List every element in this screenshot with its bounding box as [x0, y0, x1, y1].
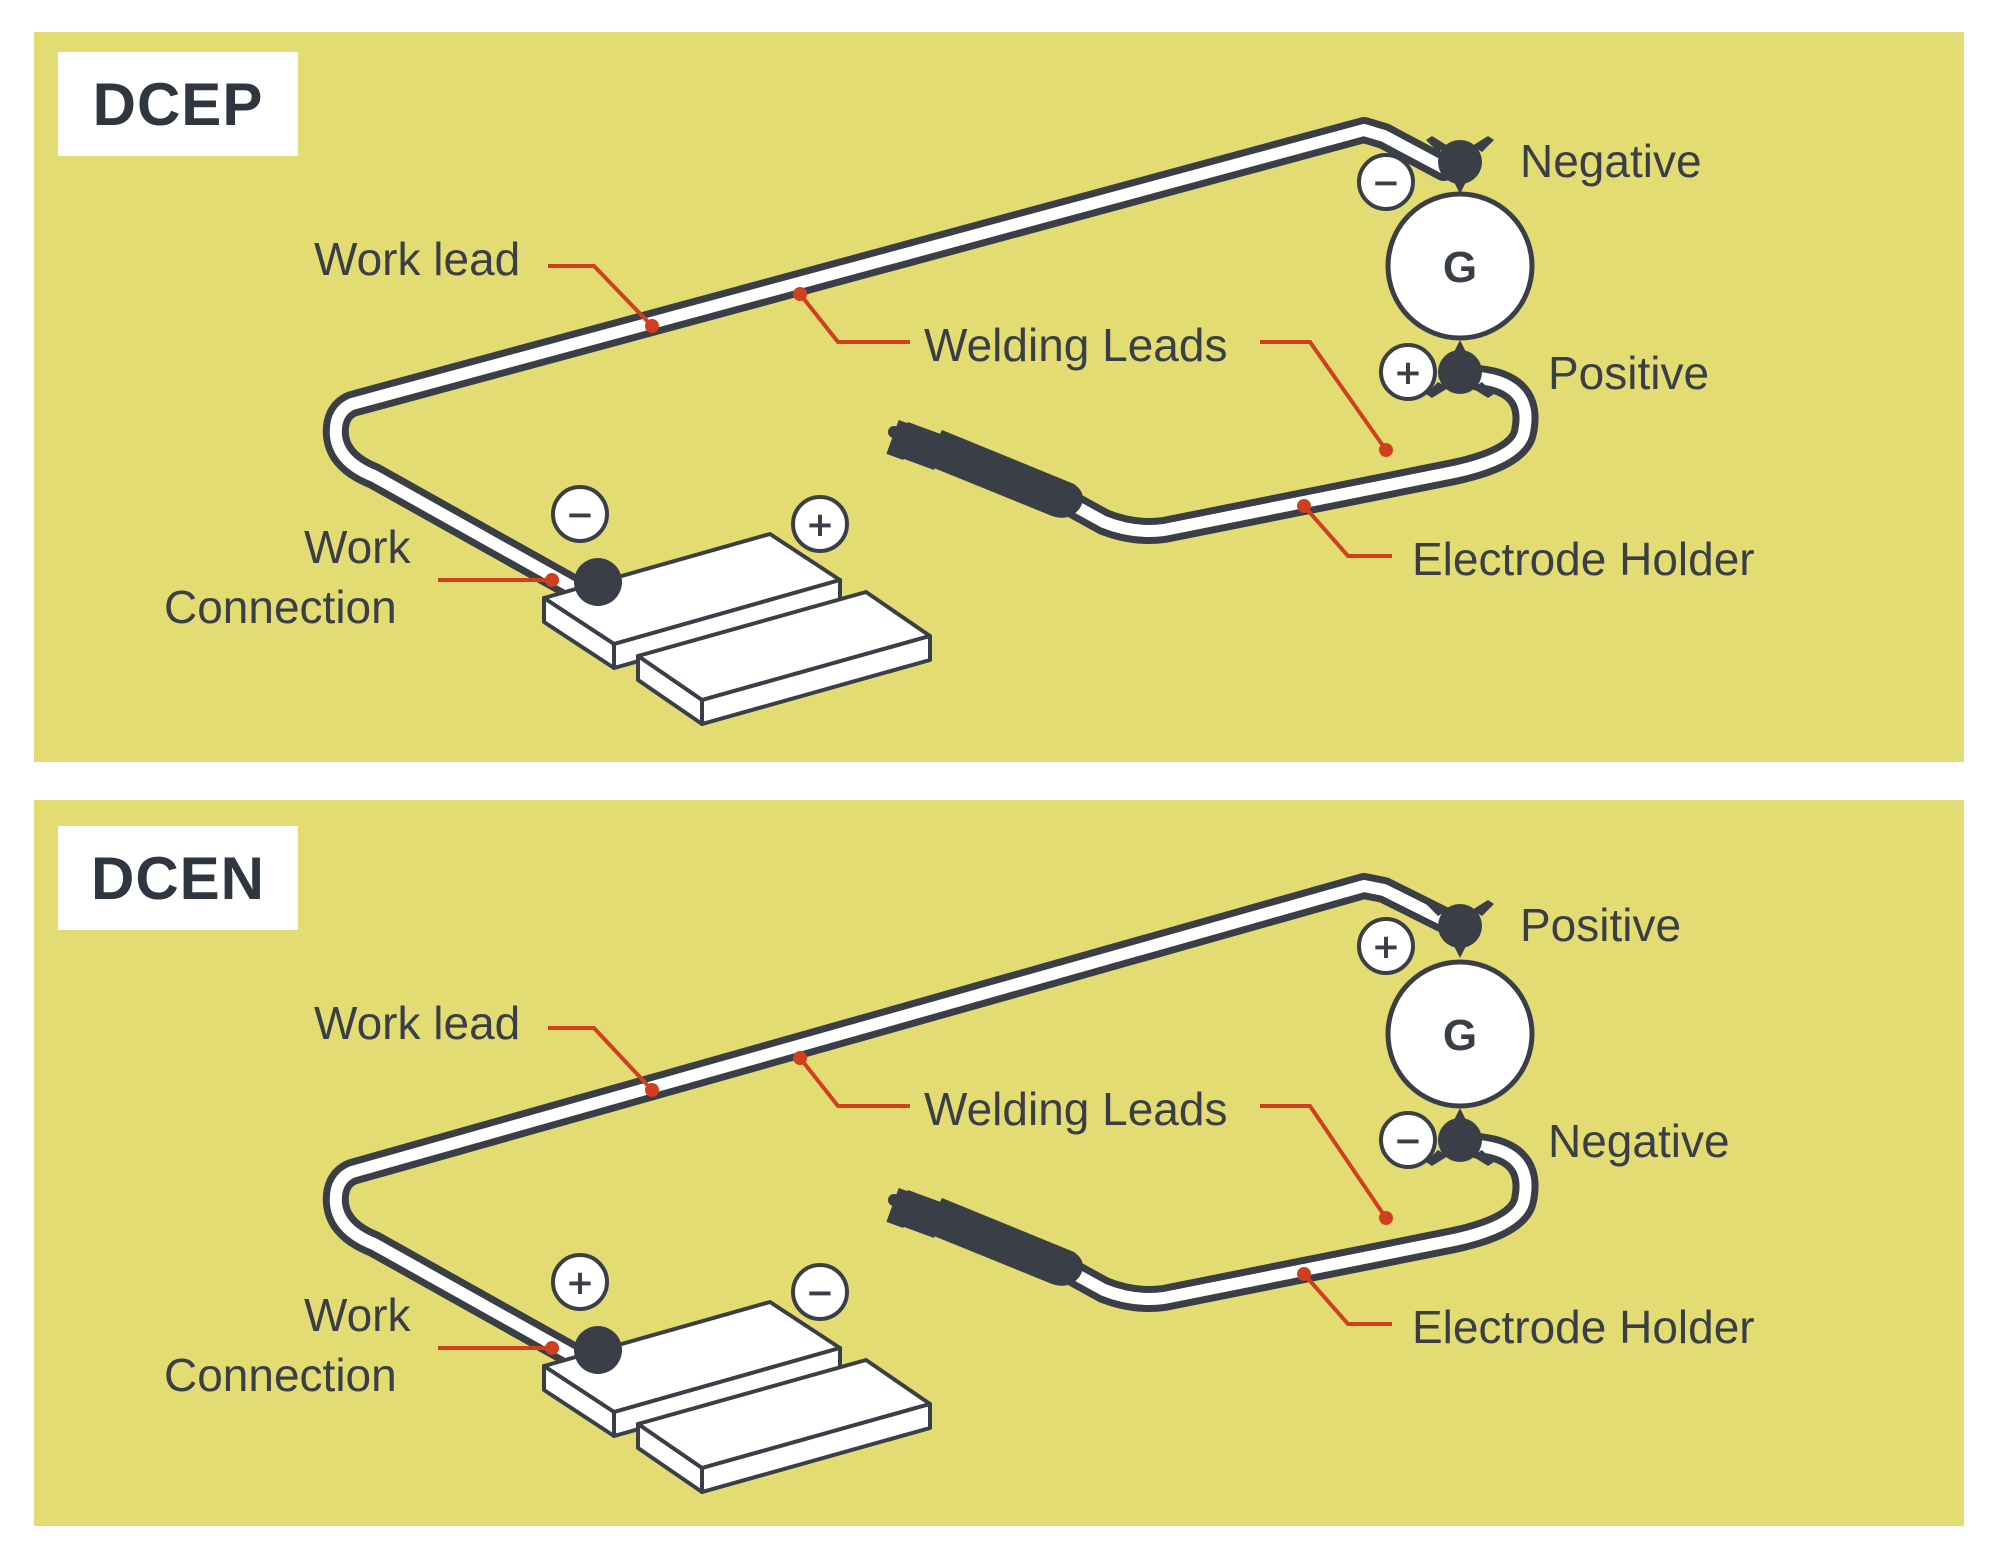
work-lead-label: Work lead	[314, 997, 521, 1049]
electrode-holder-icon	[886, 1188, 1083, 1286]
callout-lines	[438, 264, 1392, 582]
work-connection-label-line1: Work	[304, 521, 411, 573]
electrode-holder-label: Electrode Holder	[1412, 1301, 1755, 1353]
bottom-terminal-connector-icon	[1426, 1108, 1494, 1166]
work-connection-label-line2: Connection	[164, 1349, 397, 1401]
generator-label: G	[1443, 243, 1477, 292]
work-lead-label: Work lead	[314, 233, 521, 285]
top-terminal-sign: −	[1372, 163, 1401, 203]
top-terminal-label: Negative	[1520, 135, 1702, 187]
electrode-holder-label: Electrode Holder	[1412, 533, 1755, 585]
panel-title-box: DCEP	[58, 52, 298, 156]
top-terminal-connector-icon	[1426, 900, 1494, 958]
panel-title: DCEN	[90, 844, 265, 912]
generator-icon	[1385, 959, 1535, 1109]
top-terminal-sign-circle	[1357, 153, 1415, 211]
work-right-sign-circle	[791, 1263, 849, 1321]
work-right-sign: −	[806, 1273, 835, 1313]
work-left-sign: −	[566, 495, 595, 535]
work-right-sign-circle	[791, 495, 849, 553]
top-terminal-sign: +	[1372, 927, 1401, 967]
dcen-diagram: G + − + −	[322, 873, 1539, 1494]
electrode-lead-wire	[1051, 1133, 1539, 1312]
work-lead-wire	[322, 117, 1457, 601]
work-connection-label-line2: Connection	[164, 581, 397, 633]
bottom-terminal-label: Positive	[1548, 347, 1710, 399]
top-terminal-sign-circle	[1357, 917, 1415, 975]
panel-title-box: DCEN	[58, 826, 298, 930]
bottom-terminal-label: Negative	[1548, 1115, 1730, 1167]
bottom-terminal-sign-circle	[1379, 1111, 1437, 1169]
callout-dots	[545, 287, 1393, 587]
welding-leads-label: Welding Leads	[924, 1083, 1228, 1135]
work-lead-wire	[322, 873, 1457, 1369]
electrode-holder-icon	[886, 420, 1083, 518]
bottom-terminal-sign-circle	[1379, 343, 1437, 401]
bottom-terminal-sign: −	[1394, 1121, 1423, 1161]
dcen-panel: G + − + − DCEN Positive Negative Work le…	[34, 800, 1964, 1526]
dcep-panel: G − + − + DCEP Negative Positive Work le…	[34, 32, 1964, 762]
top-terminal-connector-icon	[1426, 136, 1494, 194]
dcep-diagram: G − + − +	[322, 117, 1539, 726]
work-connection-label-line1: Work	[304, 1289, 411, 1341]
bottom-terminal-connector-icon	[1426, 340, 1494, 398]
work-left-sign: +	[566, 1263, 595, 1303]
work-piece-icon	[542, 1300, 932, 1494]
callout-dots	[545, 1051, 1393, 1355]
work-right-sign: +	[806, 505, 835, 545]
work-piece-icon	[542, 532, 932, 726]
generator-label: G	[1443, 1011, 1477, 1060]
bottom-terminal-sign: +	[1394, 353, 1423, 393]
work-left-sign-circle	[551, 1253, 609, 1311]
electrode-lead-wire	[1051, 365, 1539, 544]
work-connection-clamp-icon	[574, 1326, 622, 1374]
work-left-sign-circle	[551, 485, 609, 543]
welding-leads-label: Welding Leads	[924, 319, 1228, 371]
top-terminal-label: Positive	[1520, 899, 1682, 951]
work-connection-clamp-icon	[574, 558, 622, 606]
panel-title: DCEP	[92, 70, 264, 138]
callout-lines	[438, 1026, 1392, 1350]
